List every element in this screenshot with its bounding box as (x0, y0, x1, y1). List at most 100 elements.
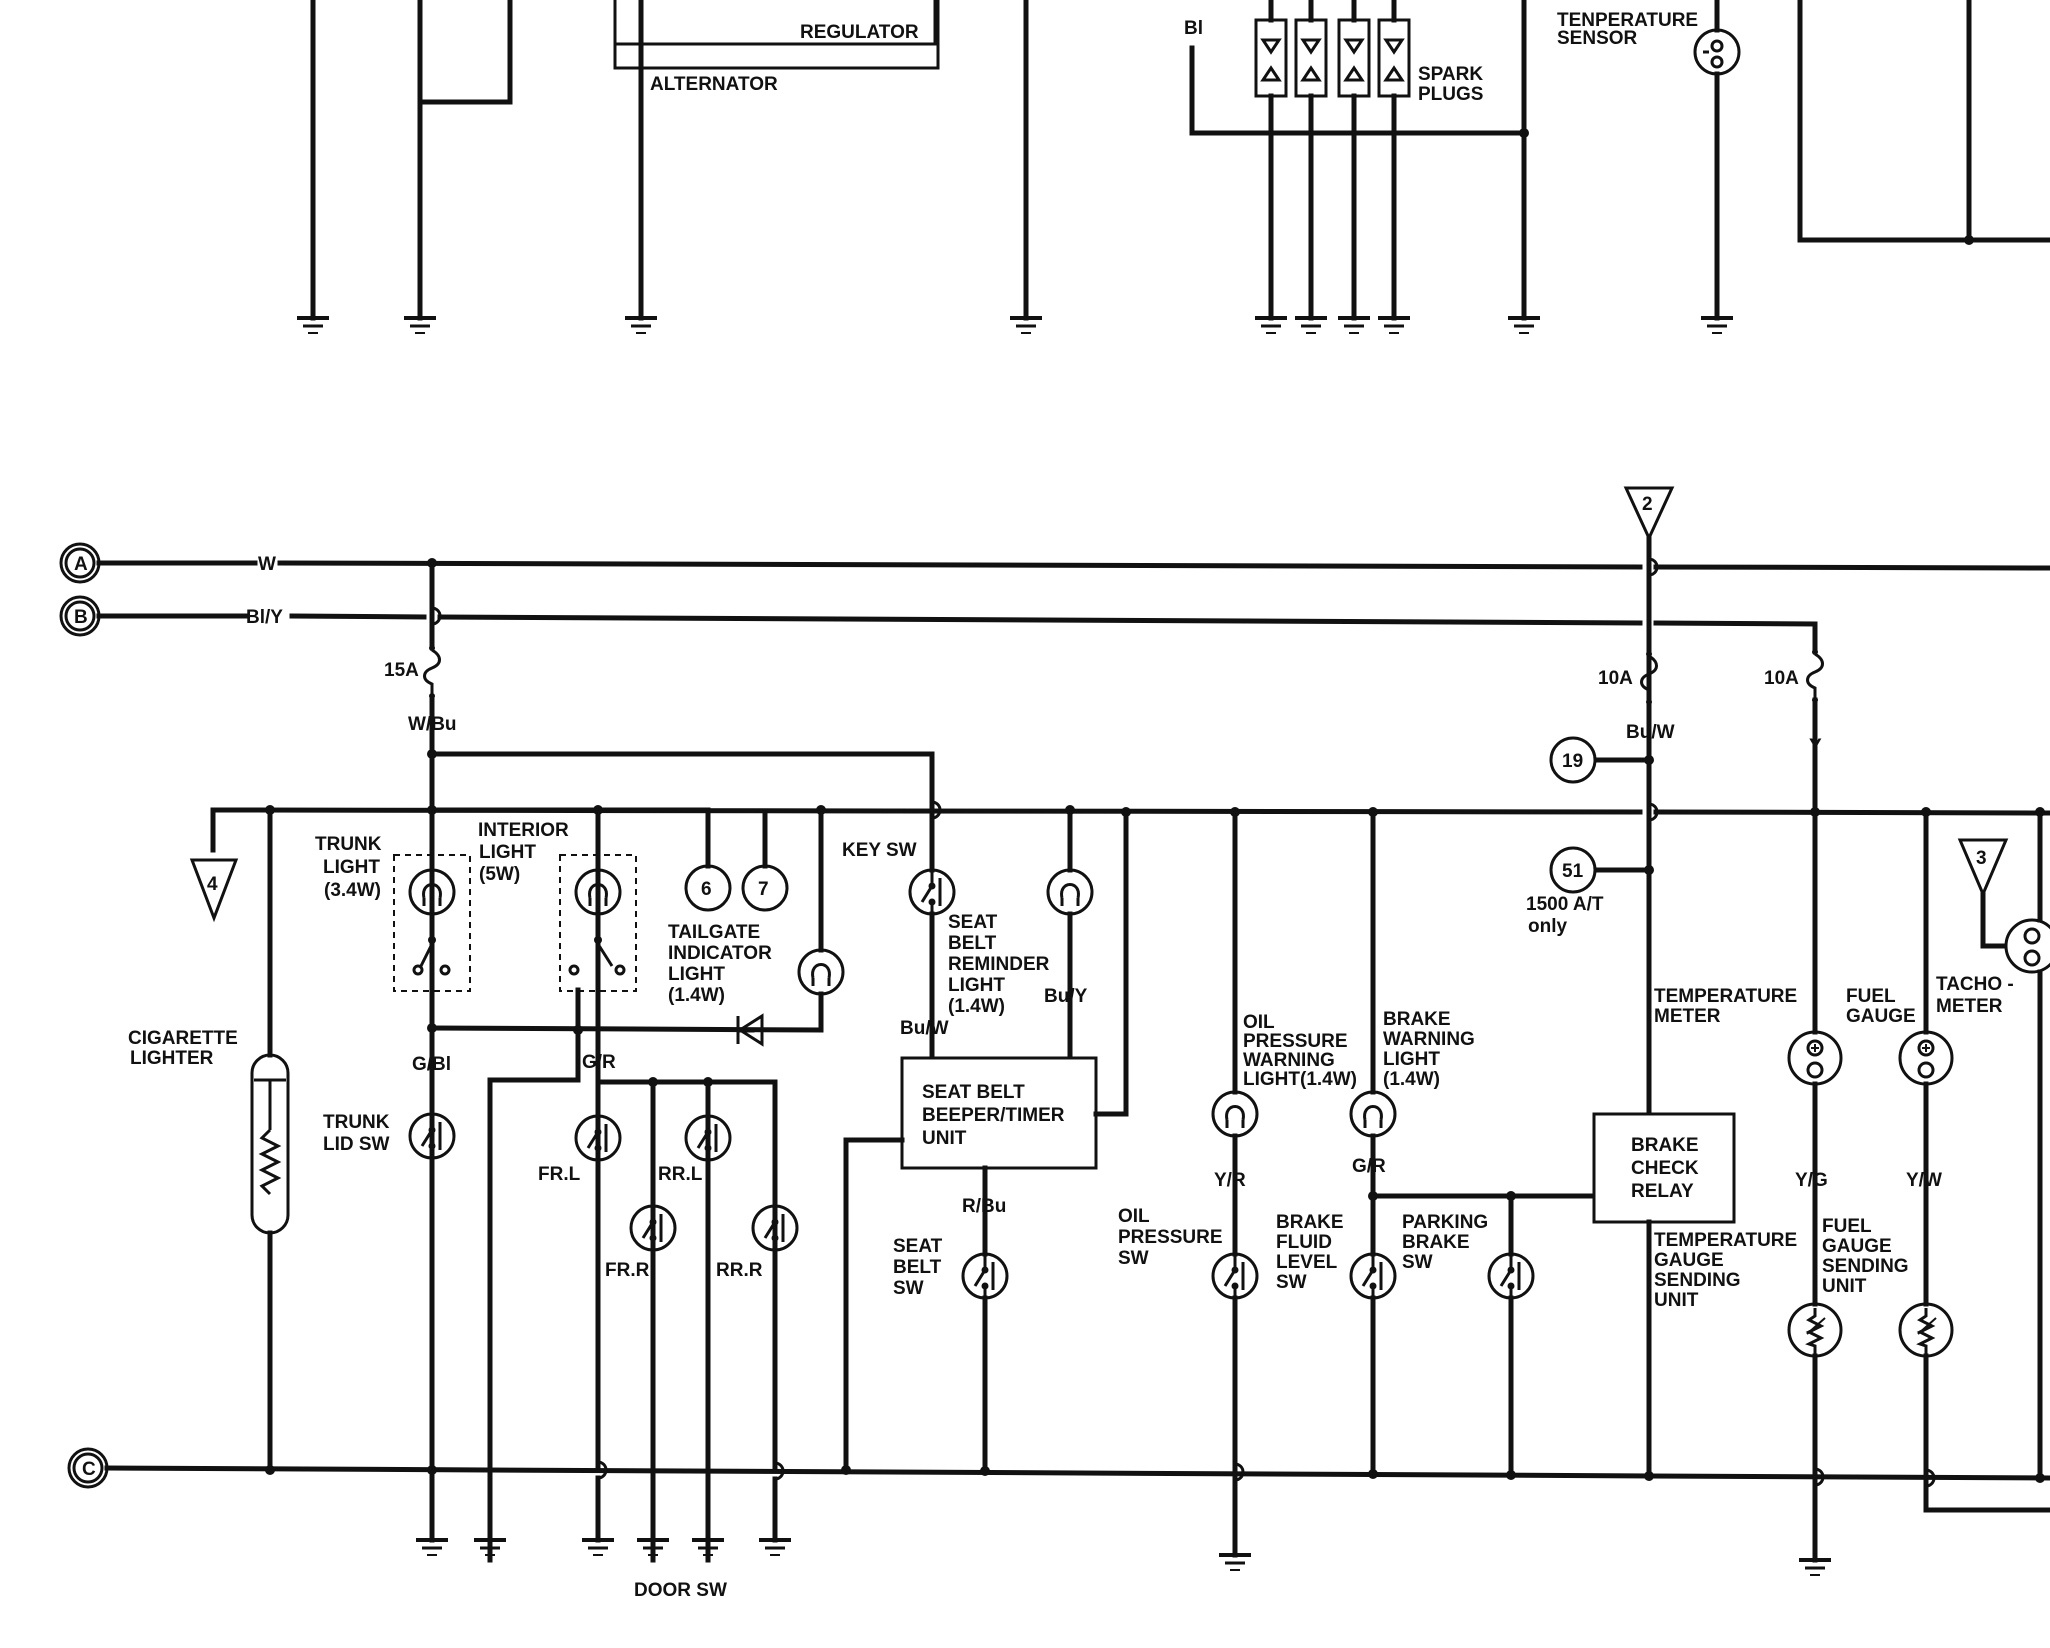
parking-brake-label: PARKING (1402, 1212, 1488, 1233)
seat-belt-unit-label-3: UNIT (922, 1128, 967, 1149)
top-section: REGULATOR ALTERNATOR Bl SPARK PLUGS TENP… (295, 0, 2050, 335)
oil-light-label: OIL (1243, 1012, 1275, 1033)
brake-check-relay (1592, 1112, 1736, 1224)
spark-plugs-label: SPARK (1418, 64, 1483, 85)
svg-text:7: 7 (758, 879, 769, 900)
temperature-meter-gauge (1787, 1030, 1843, 1086)
spark-plug-4 (1377, 18, 1411, 98)
connector-2: 2 (1623, 486, 1675, 542)
wire-yr-label: Y/R (1214, 1170, 1246, 1191)
trunk-lid-sw-label: TRUNK (323, 1112, 390, 1133)
key-switch (908, 868, 956, 916)
seat-belt-reminder-label-3: REMINDER (948, 954, 1050, 975)
svg-text:6: 6 (701, 879, 712, 900)
seat-belt-unit-label: SEAT BELT (922, 1082, 1025, 1103)
note-1500-label: 1500 A/T (1526, 894, 1604, 915)
spark-plug-3 (1337, 18, 1371, 98)
fuel-sending-unit (1898, 1302, 1954, 1358)
svg-text:3: 3 (1976, 848, 1987, 869)
wire-buw-label: Bu/W (900, 1018, 949, 1039)
brake-relay-label-2: CHECK (1631, 1158, 1699, 1179)
tacho-label-2: METER (1936, 996, 2003, 1017)
fuel-gauge-label: FUEL (1846, 986, 1896, 1007)
tailgate-label-2: INDICATOR (668, 943, 772, 964)
interior-light-box (559, 854, 637, 992)
spark-plugs-label-2: PLUGS (1418, 84, 1483, 105)
wire-gr2-label: G/R (1352, 1156, 1386, 1177)
interior-light-label-3: (5W) (479, 864, 520, 885)
fuel-sending-label-4: UNIT (1822, 1276, 1867, 1297)
frr-label: FR.R (605, 1260, 650, 1281)
oil-pressure-switch (1211, 1252, 1259, 1300)
note-1500-label-2: only (1528, 916, 1567, 937)
fuel-gauge (1898, 1030, 1954, 1086)
tailgate-label-3: LIGHT (668, 964, 725, 985)
regulator-label: REGULATOR (800, 22, 919, 43)
wire-buy-label: Bu/Y (1044, 986, 1088, 1007)
seat-belt-reminder-bulb (1046, 868, 1094, 916)
oil-pressure-warning-bulb (1211, 1090, 1259, 1138)
temp-sensor-label: TENPERATURE (1557, 10, 1698, 31)
alternator-label: ALTERNATOR (650, 74, 778, 95)
temp-sending-unit (1787, 1302, 1843, 1358)
seat-belt-beeper-unit (900, 1056, 1098, 1170)
fuse-10a-2-label: 10A (1764, 668, 1799, 689)
brake-light-label-3: LIGHT (1383, 1049, 1440, 1070)
tailgate-label-4: (1.4W) (668, 985, 725, 1006)
seat-belt-reminder-label-2: BELT (948, 933, 997, 954)
bl-top-label: Bl (1184, 18, 1203, 39)
warning-lights-section: OIL PRESSURE WARNING LIGHT(1.4W) Y/R OIL… (1118, 807, 1597, 1572)
tacho-label: TACHO - (1936, 974, 2014, 995)
fuel-gauge-label-2: GAUGE (1846, 1006, 1916, 1027)
left-circuits: 4 15A W/Bu CIGARETTE LIGHTER TRUNK LIGHT… (128, 560, 845, 1601)
wire-gr1-label: G/R (582, 1052, 616, 1073)
brake-relay-label: BRAKE (1631, 1135, 1699, 1156)
svg-text:51: 51 (1562, 861, 1584, 882)
brake-fluid-label-4: SW (1276, 1272, 1307, 1293)
svg-text:4: 4 (207, 874, 218, 895)
temp-meter-label-2: METER (1654, 1006, 1721, 1027)
temp-sending-label: TEMPERATURE (1654, 1230, 1797, 1251)
tailgate-label: TAILGATE (668, 922, 760, 943)
svg-text:2: 2 (1642, 494, 1653, 515)
trunk-light-label-2: LIGHT (323, 857, 380, 878)
trunk-light-label-3: (3.4W) (324, 880, 381, 901)
seat-belt-reminder-label-4: LIGHT (948, 975, 1005, 996)
brake-fluid-label-3: LEVEL (1276, 1252, 1338, 1273)
oil-sw-label: OIL (1118, 1206, 1150, 1227)
oil-light-label-2: PRESSURE (1243, 1031, 1348, 1052)
spark-plug-1 (1254, 18, 1288, 98)
seat-belt-sw-label-2: BELT (893, 1257, 942, 1278)
trunk-lid-sw-label-2: LID SW (323, 1134, 390, 1155)
brake-fluid-label: BRAKE (1276, 1212, 1344, 1233)
wire-yw-label: Y/W (1906, 1170, 1942, 1191)
bottom-grounds (414, 1449, 793, 1557)
fuse-15a-label: 15A (384, 660, 419, 681)
connector-51: 51 (1549, 846, 1597, 894)
fuel-sending-label-2: GAUGE (1822, 1236, 1892, 1257)
rrl-label: RR.L (658, 1164, 703, 1185)
trunk-light-box (393, 854, 471, 992)
brake-fluid-label-2: FLUID (1276, 1232, 1332, 1253)
temp-sensor-label-2: SENSOR (1557, 28, 1638, 49)
interior-light-label: INTERIOR (478, 820, 569, 841)
svg-text:A: A (74, 554, 88, 575)
seat-belt-section: KEY SW Bu/W Bu/Y SEAT BELT REMINDER LIGH… (841, 800, 1131, 1476)
seat-belt-unit-label-2: BEEPER/TIMER (922, 1105, 1065, 1126)
brake-fluid-level-switch (1349, 1252, 1397, 1300)
wire-buw-top-label: Bu/W (1626, 722, 1675, 743)
key-sw-label: KEY SW (842, 840, 917, 861)
svg-text:19: 19 (1562, 751, 1583, 772)
bus-c-terminal: C (67, 1447, 109, 1489)
brake-light-label-2: WARNING (1383, 1029, 1475, 1050)
parking-brake-switch (1487, 1252, 1535, 1300)
wire-gbl-label: G/Bl (412, 1054, 451, 1075)
temp-sensor-symbol (1693, 28, 1741, 76)
seat-belt-reminder-label: SEAT (948, 912, 998, 933)
fuel-sending-label-3: SENDING (1822, 1256, 1909, 1277)
rrr-label: RR.R (716, 1260, 763, 1281)
frl-label: FR.L (538, 1164, 581, 1185)
wire-bly-label: Bl/Y (246, 607, 283, 628)
cigarette-lighter-label-2: LIGHTER (130, 1048, 214, 1069)
